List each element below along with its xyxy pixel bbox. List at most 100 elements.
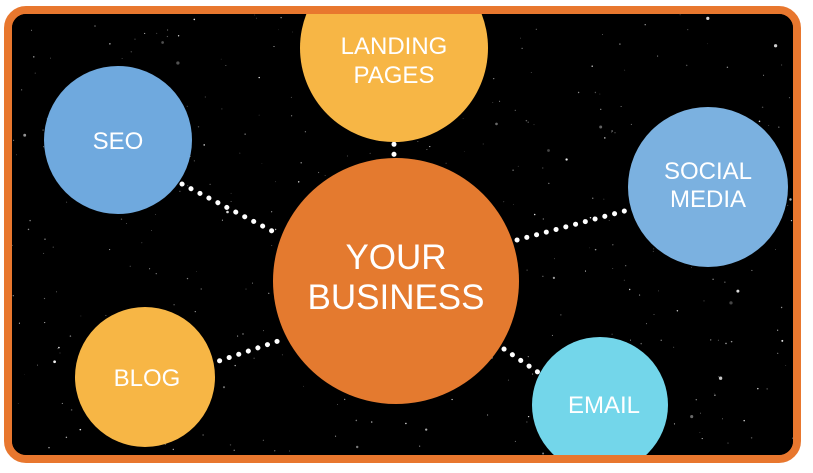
node-your-business: YOUR BUSINESS xyxy=(273,158,519,404)
star xyxy=(517,165,519,167)
star xyxy=(533,213,536,216)
star xyxy=(542,167,544,169)
star xyxy=(281,354,283,356)
star xyxy=(526,269,528,271)
star xyxy=(79,428,82,431)
star xyxy=(193,160,195,162)
star xyxy=(141,242,143,244)
star xyxy=(690,415,694,419)
star xyxy=(717,339,719,341)
star xyxy=(166,35,169,38)
star xyxy=(234,364,236,367)
star xyxy=(221,108,223,110)
star xyxy=(712,278,714,281)
star xyxy=(611,132,612,133)
star xyxy=(594,248,597,251)
star xyxy=(18,322,20,324)
star xyxy=(203,144,205,146)
star xyxy=(419,445,421,447)
star xyxy=(417,141,419,142)
star xyxy=(17,403,19,404)
star xyxy=(492,102,494,103)
star xyxy=(369,152,371,154)
star xyxy=(589,217,592,219)
star xyxy=(599,125,603,129)
star xyxy=(526,421,528,423)
business-hub-diagram: LANDING PAGES SEO SOCIAL MEDIA BLOG EMAI… xyxy=(12,14,793,455)
star xyxy=(263,330,264,332)
star xyxy=(130,51,133,53)
star xyxy=(94,25,96,27)
star xyxy=(344,398,346,401)
node-landing-pages: LANDING PAGES xyxy=(300,14,488,142)
star xyxy=(274,228,277,231)
star xyxy=(271,211,273,213)
star xyxy=(499,100,501,102)
star xyxy=(278,29,279,31)
star xyxy=(425,428,428,431)
star xyxy=(261,163,263,165)
node-your-business-line2: BUSINESS xyxy=(308,278,485,317)
star xyxy=(560,314,562,316)
star xyxy=(290,96,292,98)
star xyxy=(727,442,729,444)
star xyxy=(721,418,723,420)
star xyxy=(713,392,715,394)
star xyxy=(612,268,614,269)
star xyxy=(527,415,530,418)
star xyxy=(289,450,291,452)
star xyxy=(525,119,528,122)
star xyxy=(134,38,136,40)
star xyxy=(53,360,56,364)
star xyxy=(503,201,505,203)
star xyxy=(462,118,464,119)
star xyxy=(179,190,181,192)
star xyxy=(639,294,641,296)
star xyxy=(29,219,31,222)
star xyxy=(43,297,46,300)
star xyxy=(625,265,627,267)
star xyxy=(445,162,447,164)
star xyxy=(239,152,241,154)
star xyxy=(324,175,326,176)
star xyxy=(554,258,555,260)
connector-email xyxy=(501,346,551,382)
star xyxy=(685,64,688,67)
star xyxy=(268,292,270,294)
diagram-frame: LANDING PAGES SEO SOCIAL MEDIA BLOG EMAI… xyxy=(4,6,801,463)
star xyxy=(532,373,534,375)
star xyxy=(244,133,246,135)
star xyxy=(766,388,768,390)
star xyxy=(262,439,264,441)
star xyxy=(514,109,516,112)
star xyxy=(611,333,613,335)
star xyxy=(44,238,46,240)
star xyxy=(717,376,720,378)
node-landing-pages-line2: PAGES xyxy=(354,62,435,89)
star xyxy=(337,403,339,405)
star xyxy=(42,129,44,131)
star xyxy=(109,249,111,251)
star xyxy=(763,74,765,76)
node-landing-pages-circle xyxy=(300,14,488,142)
star xyxy=(620,106,622,108)
star xyxy=(673,423,676,425)
star xyxy=(193,18,196,21)
star xyxy=(768,125,770,126)
node-social-media: SOCIAL MEDIA xyxy=(628,107,788,267)
star xyxy=(658,290,659,292)
star xyxy=(30,29,33,31)
star xyxy=(699,432,701,433)
star xyxy=(12,244,13,246)
star xyxy=(37,364,39,366)
star xyxy=(303,385,305,387)
star xyxy=(548,182,550,185)
star xyxy=(602,34,603,35)
star xyxy=(629,288,631,291)
star xyxy=(653,314,655,315)
star xyxy=(121,58,123,59)
star xyxy=(245,288,247,290)
star xyxy=(527,355,529,358)
star xyxy=(552,276,556,280)
star xyxy=(701,438,703,440)
